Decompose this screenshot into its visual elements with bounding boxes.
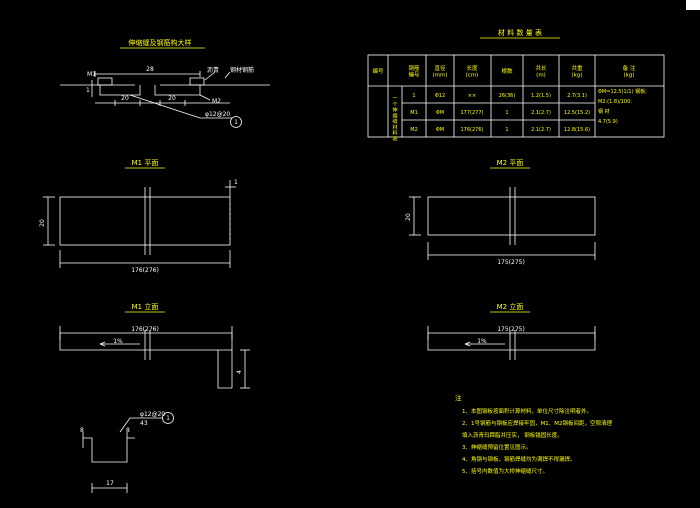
table-remark: 钢 材 <box>598 108 610 115</box>
table-cell: 1 <box>505 127 508 133</box>
note-item: 填入沥青玛蹄脂并压实， 钢板锚固长度。 <box>462 431 563 439</box>
table-cell: 1.2(1.5) <box>531 93 551 99</box>
m1-elev-length: 176(276) <box>131 326 159 333</box>
note-asphalt: 沥青 <box>207 66 219 74</box>
m1-plan <box>43 167 236 268</box>
table-cell: 26(36) <box>499 93 516 99</box>
callout-number: 1 <box>234 119 238 126</box>
notes-list: 1、本图钢板按面积计算材料，单位尺寸除注明者外。 2、1号钢筋与钢板应焊接牢固，M… <box>462 407 612 475</box>
label-m2-detail: M2 <box>212 98 221 105</box>
table-cell: 1 <box>505 110 508 116</box>
side-label: 一个伸缩缝材料表 <box>392 96 397 142</box>
note-steel: 钢材钢筋 <box>230 66 254 74</box>
detail-title: 伸缩缝及钢筋构大样 <box>129 38 192 47</box>
m1-plan-side: 1 <box>234 179 238 186</box>
th-4: 根数 <box>501 67 513 75</box>
table-cell: M1 <box>410 110 418 116</box>
table-remarks: ΦM=12.5(1/1) 钢板; M2:(1.8)/100: 钢 材 4.7(5.9) <box>598 88 647 125</box>
m2-elev-length: 175(275) <box>497 326 525 333</box>
bar-label: φ12@20 <box>140 411 165 418</box>
m2-plan <box>409 167 596 260</box>
m2-plan-length: 175(275) <box>497 259 525 266</box>
m1-elev-title: M1 立面 <box>132 302 159 311</box>
table-cell: M2 <box>410 127 418 133</box>
note-item: 3、伸缩缝预留位置见图示。 <box>462 443 532 451</box>
m1-elev-height: 4 <box>236 370 243 374</box>
corner-tab <box>686 0 700 10</box>
th-6: 共重(kg) <box>571 64 583 78</box>
table-cell: 176(276) <box>461 127 484 133</box>
note-item: 1、本图钢板按面积计算材料，单位尺寸除注明者外。 <box>462 407 592 415</box>
table-cell: Φ12 <box>435 93 445 99</box>
table-remark: 4.7(5.9) <box>598 119 618 125</box>
m1-plan-width: 20 <box>39 219 46 227</box>
table-cell: 12.5(15.2) <box>564 110 590 116</box>
table-remark: ΦM=12.5(1/1) 钢板; <box>598 88 647 95</box>
m2-plan-title: M2 平面 <box>497 159 524 167</box>
th-0: 编号 <box>372 67 384 75</box>
th-3: 长度(cm) <box>466 64 479 78</box>
rebar-detail <box>82 412 174 493</box>
table-cell: ΦM <box>436 127 444 133</box>
bar-dim-b: 8 <box>126 427 130 434</box>
table-cell: 2.1(2.7) <box>531 127 551 133</box>
bar-dim-a: 8 <box>80 427 84 434</box>
notes-title: 注 <box>455 393 462 402</box>
bar-length: 43 <box>140 420 148 427</box>
th-1: 钢筋编号 <box>408 64 420 78</box>
m1-plan-title: M1 平面 <box>132 159 159 167</box>
m1-plan-length: 176(276) <box>131 267 159 274</box>
table-cell: ×× <box>468 93 476 99</box>
dim-right: 20 <box>168 95 176 102</box>
bar-callout: 1 <box>166 415 170 422</box>
th-7: 备 注(kg) <box>623 64 636 78</box>
rebar-label: φ12@20 <box>205 111 230 118</box>
m2-elev-slope: 1% <box>477 338 487 345</box>
m1-elevation <box>59 311 250 389</box>
table-remark: M2:(1.8)/100: <box>598 99 632 105</box>
label-m1-detail: M1 <box>87 71 96 78</box>
th-2: 直径(mm) <box>432 64 447 78</box>
table-cell: 1 <box>412 93 415 99</box>
table-cell: 2.1(2.7) <box>531 110 551 116</box>
m2-plan-width: 20 <box>405 213 412 221</box>
table-title: 材 料 数 量 表 <box>498 28 542 37</box>
joint-detail <box>60 47 270 128</box>
dim-side: 1 <box>86 87 90 94</box>
m1-elev-slope: 1% <box>113 338 123 345</box>
dim-left: 20 <box>121 95 129 102</box>
th-5: 共长(m) <box>535 64 547 78</box>
dim-top: 28 <box>146 66 154 73</box>
note-item: 4、角钢与钢板，钢筋焊缝均为满焊不得漏焊。 <box>462 455 576 463</box>
table-cell: 12.8(15.6) <box>564 127 590 133</box>
m2-elevation <box>427 311 596 360</box>
note-item: 5、括号内数值为大桥伸缩缝尺寸。 <box>462 467 548 475</box>
material-table <box>367 37 665 138</box>
table-cell: 2.7(3.1) <box>567 93 587 99</box>
table-cell: 177(277) <box>461 110 484 116</box>
bar-dim-bottom: 17 <box>106 480 114 487</box>
note-item: 2、1号钢筋与钢板应焊接牢固，M1、M2钢板间距，空隙清理 <box>462 419 612 427</box>
m2-elev-title: M2 立面 <box>497 302 524 311</box>
table-cell: ΦM <box>436 110 444 116</box>
